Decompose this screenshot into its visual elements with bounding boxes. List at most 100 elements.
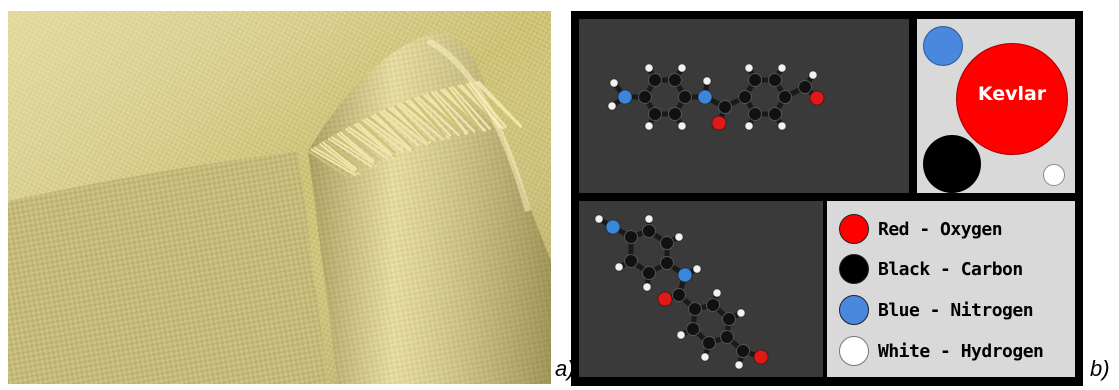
hydrogen-circle (1043, 164, 1065, 186)
fringe-strand (410, 98, 447, 138)
kevlar-title: Kevlar (977, 83, 1047, 105)
hydrogen-atom (614, 262, 624, 272)
hydrogen-atom (594, 214, 604, 224)
kevlar-molecule-figure: Kevlar Red - Oxygen Black - Carbon Blue … (571, 11, 1083, 386)
fringe-strand (356, 121, 392, 156)
fringe-strand (399, 102, 445, 141)
carbon-atom (768, 107, 782, 121)
hydrogen-atom (674, 232, 684, 242)
hydrogen-atom (712, 288, 722, 298)
carbon-atom (686, 322, 700, 336)
fabric-fringe (307, 80, 523, 178)
legend-item-oxygen: Red - Oxygen (839, 213, 1003, 245)
fabric-illustration (8, 11, 551, 384)
fringe-strand (416, 95, 461, 137)
fringe-strand (347, 126, 395, 159)
carbon-atom (672, 288, 686, 302)
hydrogen-atom (642, 282, 652, 292)
hydrogen-atom (700, 352, 710, 362)
carbon-atom (722, 312, 736, 326)
fringe-strand (382, 109, 429, 146)
carbon-atom (624, 230, 638, 244)
fringe-strand (436, 89, 484, 133)
fringe-strand (390, 105, 429, 144)
legend-label: Black - Carbon (878, 258, 1023, 280)
carbon-atom (668, 107, 682, 121)
carbon-atom (798, 80, 812, 94)
fringe-strand (413, 96, 452, 138)
carbon-atom (660, 236, 674, 250)
carbon-atom (748, 107, 762, 121)
fringe-strand (376, 112, 413, 148)
fringe-strand (364, 117, 412, 152)
hydrogen-atom (644, 214, 654, 224)
carbon-atom (748, 73, 762, 87)
fringe-strand (428, 92, 465, 134)
hydrogen-atom (702, 76, 712, 86)
hydrogen-atom (609, 78, 619, 88)
kevlar-fabric-photo (8, 11, 551, 384)
carbon-atom (678, 90, 692, 104)
molecule-model-bottom (594, 214, 769, 370)
fringe-strand (477, 80, 523, 128)
carbon-atom (648, 107, 662, 121)
legend-item-carbon: Black - Carbon (839, 253, 1023, 285)
molecule-view-bottom (579, 201, 823, 377)
legend-item-nitrogen: Blue - Nitrogen (839, 294, 1034, 326)
hydrogen-atom (744, 121, 754, 131)
carbon-atom (642, 266, 656, 280)
hydrogen-atom (644, 121, 654, 131)
carbon-atom (648, 73, 662, 87)
fringe-strand (321, 141, 358, 171)
hydrogen-atom (734, 360, 744, 370)
hydrogen-atom (777, 121, 787, 131)
nitrogen-circle (923, 26, 963, 66)
fringe-strand (307, 150, 349, 178)
carbon-atom (668, 73, 682, 87)
hydrogen-atom (744, 63, 754, 73)
carbon-dot (839, 254, 869, 284)
carbon-atom (660, 256, 674, 270)
carbon-circle (923, 135, 981, 193)
nitrogen-dot (839, 295, 869, 325)
hydrogen-atom (777, 63, 787, 73)
fringe-strand (431, 91, 468, 134)
fringe-strand (318, 142, 356, 172)
carbon-atom (736, 344, 750, 358)
carbon-atom (642, 224, 656, 238)
fringe-strand (454, 85, 500, 130)
oxygen-atom (809, 90, 825, 106)
fringe-strand (338, 131, 375, 163)
hydrogen-atom (736, 308, 746, 318)
fringe-strand (445, 87, 483, 131)
panel-label-a: a) (555, 356, 575, 381)
nitrogen-atom (605, 219, 621, 235)
hydrogen-atom (677, 63, 687, 73)
panel-label-b: b) (1090, 356, 1110, 381)
nitrogen-atom (677, 267, 693, 283)
hydrogen-atom (677, 121, 687, 131)
hydrogen-dot (839, 336, 869, 366)
legend-item-hydrogen: White - Hydrogen (839, 335, 1044, 367)
carbon-atom (624, 254, 638, 268)
fringe-strand (433, 90, 476, 133)
carbon-atom (702, 336, 716, 350)
carbon-atom (778, 90, 792, 104)
fringe-strand (451, 85, 492, 131)
molecule-view-top (579, 19, 909, 193)
oxygen-dot (839, 214, 869, 244)
hydrogen-atom (644, 63, 654, 73)
fringe-strand (324, 139, 365, 170)
molecule-model-top (607, 63, 825, 131)
fringe-strand (396, 103, 436, 142)
carbon-atom (768, 73, 782, 87)
hydrogen-atom (692, 264, 702, 274)
carbon-atom (738, 90, 752, 104)
nitrogen-atom (697, 89, 713, 105)
hydrogen-atom (676, 330, 686, 340)
atom-size-key: Kevlar (917, 19, 1075, 193)
hydrogen-atom (607, 101, 617, 111)
hydrogen-atom (808, 70, 818, 80)
oxygen-circle (956, 43, 1068, 155)
fringe-strand (373, 113, 410, 149)
